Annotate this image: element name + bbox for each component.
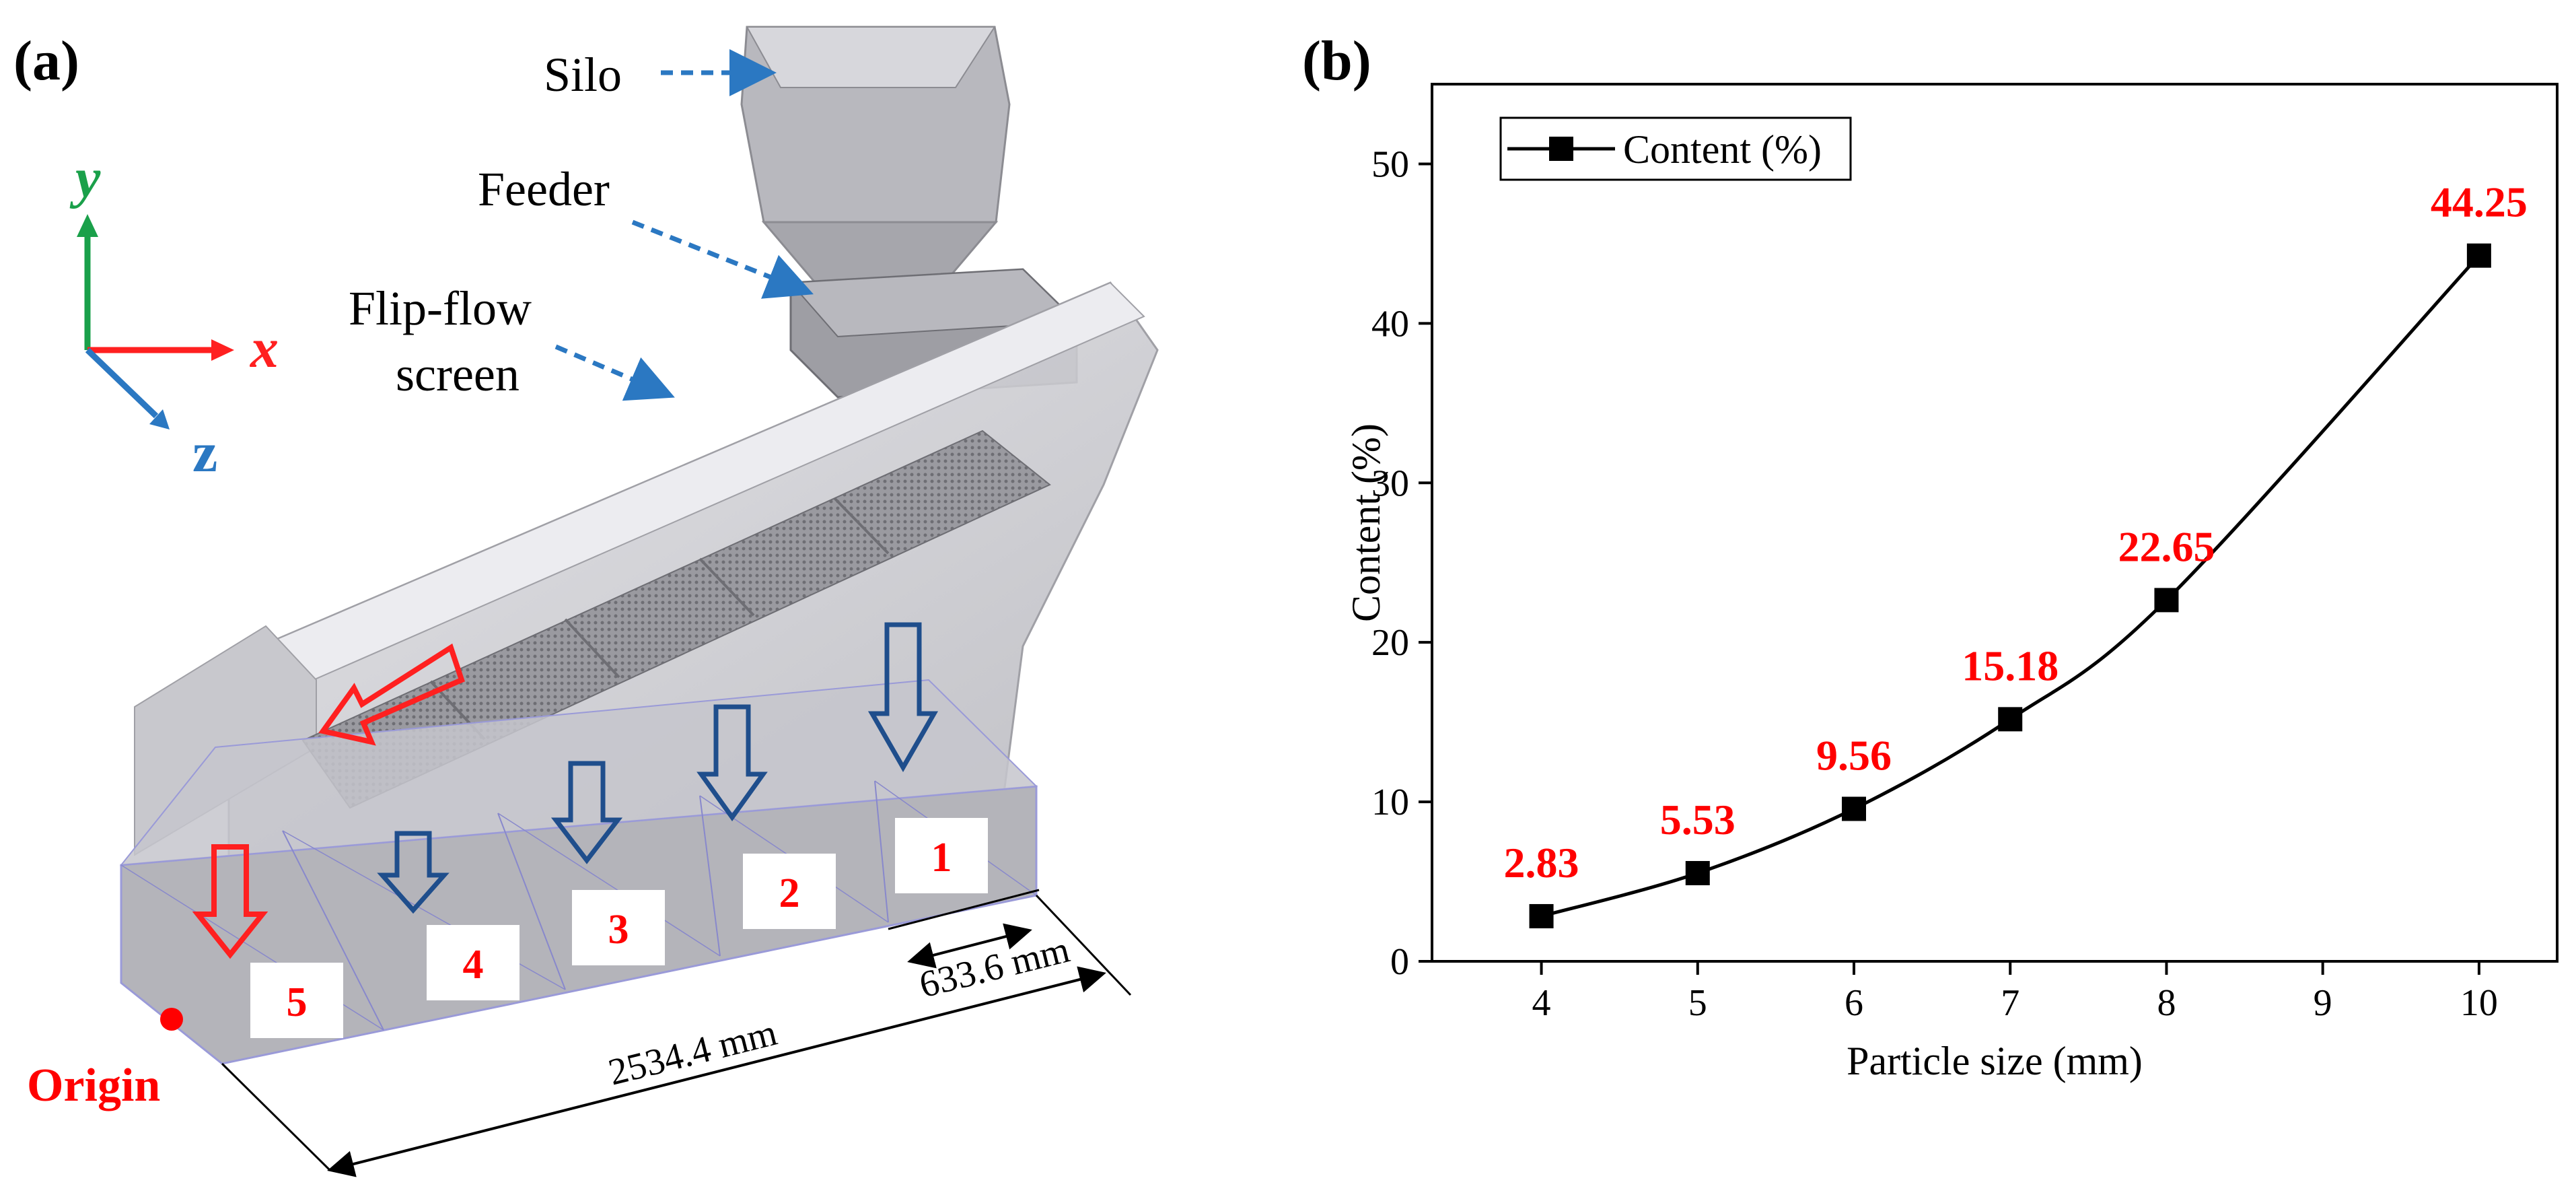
panel-b-label: (b) (1302, 30, 1371, 92)
y-axis-title: Content (%) (1344, 423, 1388, 622)
panel-a-label: (a) (13, 30, 79, 92)
data-label: 15.18 (1962, 642, 2059, 689)
dim-ext-mid (888, 889, 1040, 930)
series-markers (1529, 243, 2491, 928)
down-arrow-icon (377, 831, 450, 914)
z-axis-label: z (192, 421, 217, 484)
z-arrowhead-icon (149, 409, 170, 429)
screen-callout-line2: screen (396, 347, 520, 401)
total-dimension-label: 2534.4 mm (604, 1012, 781, 1094)
data-label: 22.65 (2118, 522, 2215, 570)
z-axis-arrow (85, 347, 159, 419)
legend-marker (1549, 137, 1573, 161)
data-point (1529, 903, 1554, 928)
x-tick-label: 7 (2001, 982, 2019, 1024)
x-tick-label: 9 (2314, 982, 2332, 1024)
panel-a: (a) y x z (13, 26, 1159, 1177)
down-arrow-icon (867, 622, 939, 773)
flow-arrows (192, 622, 939, 959)
x-tick-label: 4 (1532, 982, 1551, 1024)
screen-callout-line1: Flip-flow (349, 281, 532, 335)
y-axis-label: y (69, 147, 101, 209)
y-tick-label: 30 (1371, 462, 1409, 504)
data-labels: 2.83 5.53 9.56 15.18 22.65 44.25 (1504, 178, 2528, 887)
coordinate-axes: y x z (69, 147, 279, 484)
y-tick-label: 50 (1371, 143, 1409, 185)
data-point (2154, 588, 2179, 613)
data-point (1685, 860, 1710, 885)
legend: Content (%) (1499, 116, 1852, 181)
red-down-arrow-icon (192, 844, 269, 959)
box-2-label: 2 (779, 870, 800, 916)
y-axis-ticks: 0 10 20 30 40 50 (1371, 143, 1432, 983)
data-point (2466, 243, 2491, 268)
down-arrow-icon (550, 761, 623, 864)
feeder-pointer (631, 219, 814, 299)
box-labels: 1 2 3 4 5 (250, 818, 988, 1038)
x-axis-title: Particle size (mm) (1847, 1039, 2143, 1083)
data-point (1842, 796, 1866, 821)
y-tick-label: 40 (1371, 303, 1409, 345)
data-label: 2.83 (1504, 839, 1579, 887)
plot-frame (1431, 83, 2559, 963)
box-1-label-bg (895, 818, 988, 893)
data-point (1998, 707, 2023, 732)
dim-ext-left (221, 1062, 331, 1171)
origin-label: Origin (27, 1060, 160, 1111)
box-5-label: 5 (287, 979, 308, 1025)
legend-label: Content (%) (1623, 127, 1822, 172)
silo-callout: Silo (544, 48, 622, 102)
panel-b: (b) 4 5 6 7 8 9 10 0 10 20 30 40 50 Particle size (… (1302, 30, 2559, 1083)
data-label: 9.56 (1816, 732, 1892, 780)
feeder-callout: Feeder (478, 162, 610, 216)
x-tick-label: 8 (2157, 982, 2176, 1024)
total-dimension-line (327, 966, 1106, 1177)
down-arrow-icon (696, 704, 768, 821)
box-4-label: 4 (463, 942, 484, 988)
x-arrowhead-icon (211, 339, 234, 361)
y-tick-label: 10 (1371, 782, 1409, 823)
origin-dot (160, 1008, 183, 1031)
x-axis-label: x (249, 317, 279, 380)
x-tick-label: 6 (1845, 982, 1863, 1024)
callouts: Silo Feeder Flip-flow screen (349, 48, 814, 401)
data-label: 5.53 (1660, 796, 1736, 844)
dim-ext-right (1035, 894, 1132, 996)
box-3-label: 3 (608, 907, 629, 953)
data-label: 44.25 (2431, 178, 2528, 226)
screen-pointer (554, 344, 675, 401)
y-tick-label: 20 (1371, 622, 1409, 664)
red-flow-arrow-icon (318, 643, 465, 746)
box-2-label-bg (743, 854, 836, 929)
section-dimension-line (907, 923, 1032, 969)
y-tick-label: 0 (1390, 941, 1409, 983)
x-tick-label: 5 (1688, 982, 1707, 1024)
box-3-label-bg (572, 890, 665, 965)
box-1-label: 1 (931, 835, 952, 881)
x-tick-label: 10 (2460, 982, 2498, 1024)
x-axis-ticks: 4 5 6 7 8 9 10 (1532, 961, 2498, 1024)
y-arrowhead-icon (77, 214, 98, 237)
